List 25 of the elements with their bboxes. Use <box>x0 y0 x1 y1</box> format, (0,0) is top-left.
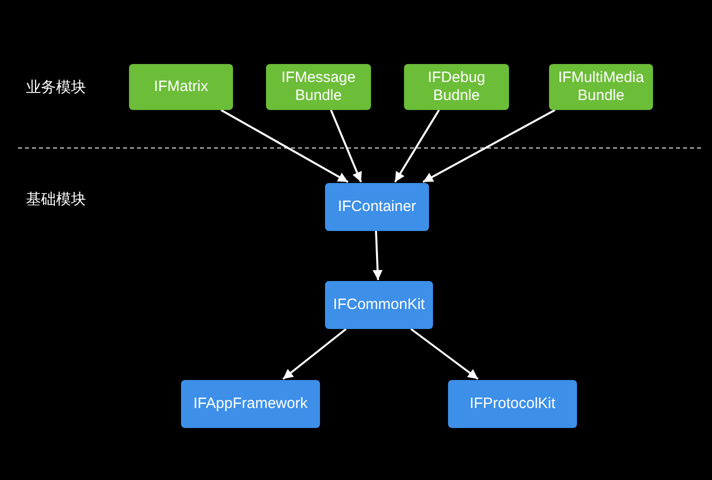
arrow <box>422 109 556 183</box>
module-box <box>404 64 509 110</box>
module-box <box>129 64 233 110</box>
module-name: IFDebug Budnle <box>426 69 486 105</box>
module-box <box>448 380 577 428</box>
module-box <box>266 64 371 110</box>
module-name: IFMatrix <box>154 78 208 96</box>
arrow <box>282 328 347 380</box>
arrow <box>372 230 383 280</box>
module-name: IFMessage Bundle <box>280 69 357 105</box>
arrow <box>220 109 348 183</box>
module-name: IFContainer <box>338 198 416 216</box>
arrow <box>394 109 440 183</box>
module-name: IFAppFramework <box>193 395 308 413</box>
module-box <box>181 380 320 428</box>
module-name: IFCommonKit <box>333 296 425 314</box>
module-name: IFProtocolKit <box>470 395 556 413</box>
module-box <box>325 183 429 231</box>
layer-label: 基础模块 <box>26 190 86 209</box>
arrow <box>330 110 362 182</box>
layer-label: 业务模块 <box>26 78 86 97</box>
arrow <box>410 328 479 380</box>
module-box <box>549 64 653 110</box>
module-box <box>325 281 433 329</box>
module-name: IFMultiMedia Bundle <box>557 69 645 105</box>
